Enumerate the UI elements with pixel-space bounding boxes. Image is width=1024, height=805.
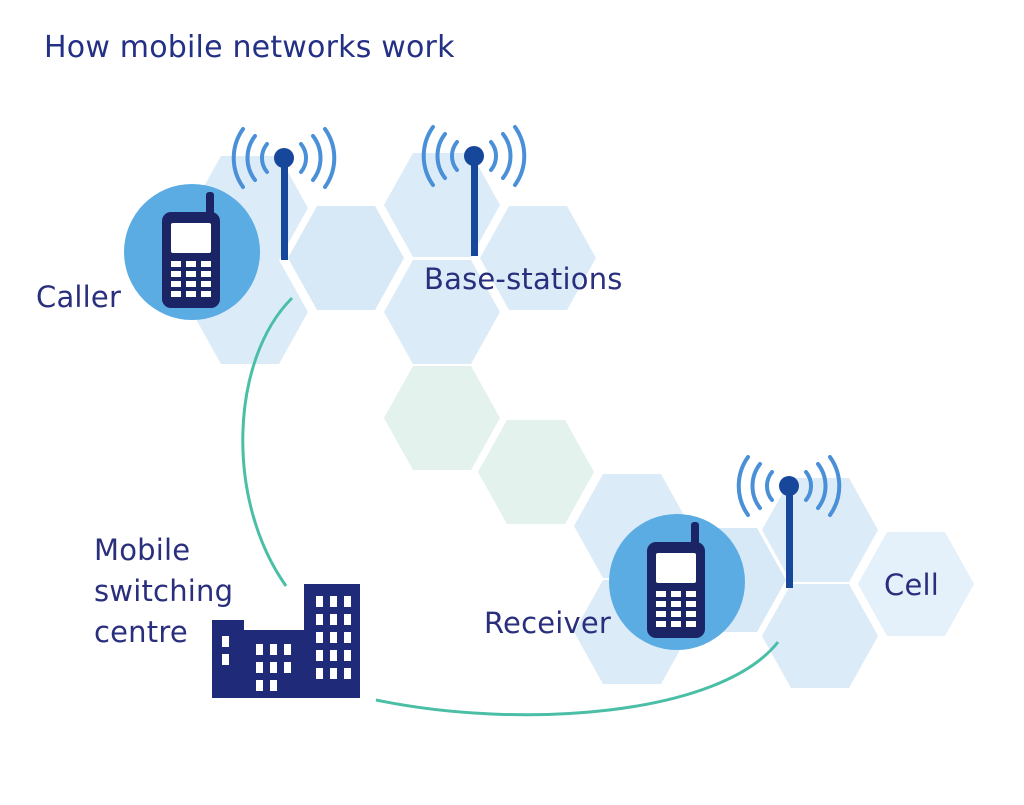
radio-waves-icon xyxy=(421,125,527,187)
base-stations-label: Base-stations xyxy=(424,262,623,296)
msc-label-line: centre xyxy=(94,615,188,649)
building-icon xyxy=(212,584,360,698)
link-msc-to-receiver xyxy=(375,641,780,717)
cell-hexagon xyxy=(478,420,594,524)
cell-hexagon xyxy=(762,584,878,688)
receiver-phone xyxy=(609,514,745,650)
msc-label: Mobile switching centre xyxy=(94,530,233,653)
cell-hexagon xyxy=(762,478,878,582)
mobile-phone-icon xyxy=(647,522,705,638)
caller-label: Caller xyxy=(36,280,122,314)
antenna-mast-icon xyxy=(736,455,842,588)
cell-hexagon xyxy=(384,153,500,257)
link-caller-to-msc xyxy=(241,296,294,587)
antenna-mast-icon xyxy=(421,125,527,256)
radio-waves-icon xyxy=(231,127,337,189)
radio-waves-icon xyxy=(736,455,842,517)
cell-label: Cell xyxy=(884,568,940,602)
antenna-mast-icon xyxy=(231,127,337,260)
receiver-label: Receiver xyxy=(484,606,612,640)
caller-phone xyxy=(124,184,260,320)
diagram-title: How mobile networks work xyxy=(44,30,455,65)
msc-label-line: Mobile xyxy=(94,533,191,567)
mobile-phone-icon xyxy=(162,192,220,308)
msc-label-line: switching xyxy=(94,574,234,608)
cell-hexagon xyxy=(384,366,500,470)
cell-hexagon xyxy=(288,206,404,310)
